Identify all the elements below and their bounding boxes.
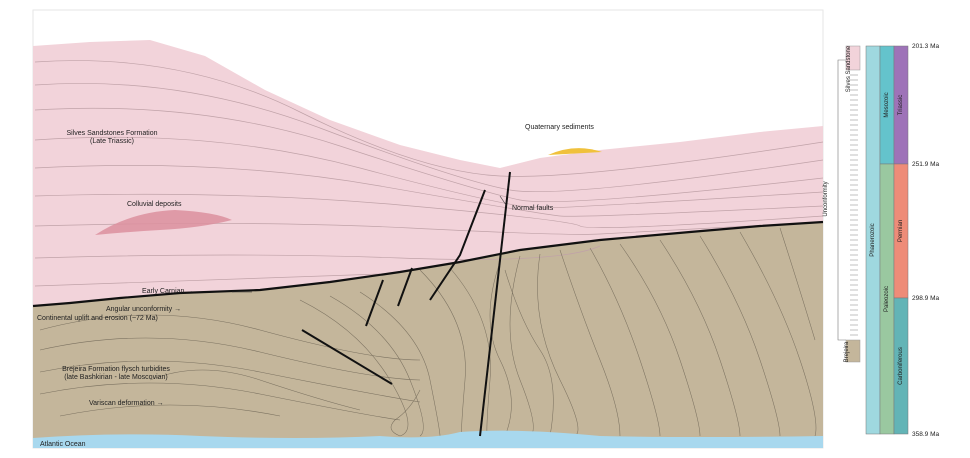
brejeira-column-label: Brejeira [844, 332, 850, 372]
age-label-top: 201.3 Ma [912, 43, 939, 50]
brejeira-formation-age: (late Bashkirian - late Moscovian) [36, 374, 196, 382]
atlantic-ocean-label: Atlantic Ocean [40, 441, 86, 449]
age-label-permian-carboniferous: 298.9 Ma [912, 295, 939, 302]
silves-sandstones-label: Silves Sandstones Formation (Late Triass… [52, 130, 172, 146]
phanerozoic-label: Phanerozoic [870, 200, 876, 280]
variscan-label: Variscan deformation → [89, 400, 164, 408]
continental-uplift-label: Continental uplift and erosion (~72 Ma) [37, 315, 158, 323]
age-label-bottom: 358.9 Ma [912, 431, 939, 438]
timescale-tick-marks [850, 75, 858, 335]
unconformity-bracket [838, 60, 846, 340]
permian-label: Permian [898, 206, 904, 256]
colluvial-label: Colluvial deposits [127, 201, 181, 209]
age-label-triassic-permian: 251.9 Ma [912, 161, 939, 168]
early-carnian-label: Early Carnian → [142, 288, 193, 296]
silves-sandstone-column-label: Silves Sandstone [846, 40, 852, 98]
brejeira-formation-name: Brejeira Formation flysch turbidites [36, 366, 196, 374]
paleozoic-label: Paleozoic [884, 274, 890, 324]
normal-faults-label: Normal faults [512, 205, 553, 213]
carboniferous-label: Carboniferous [898, 336, 904, 396]
mesozoic-label: Mesozoic [884, 80, 890, 130]
silves-sandstones-age: (Late Triassic) [52, 138, 172, 146]
unconformity-column-label: Unconformity [823, 171, 829, 227]
brejeira-formation-label: Brejeira Formation flysch turbidites (la… [36, 366, 196, 382]
silves-sandstones-name: Silves Sandstones Formation [52, 130, 172, 138]
triassic-label: Triassic [898, 80, 904, 130]
quaternary-label: Quaternary sediments [525, 124, 594, 132]
angular-unconformity-label: Angular unconformity → [106, 306, 181, 314]
